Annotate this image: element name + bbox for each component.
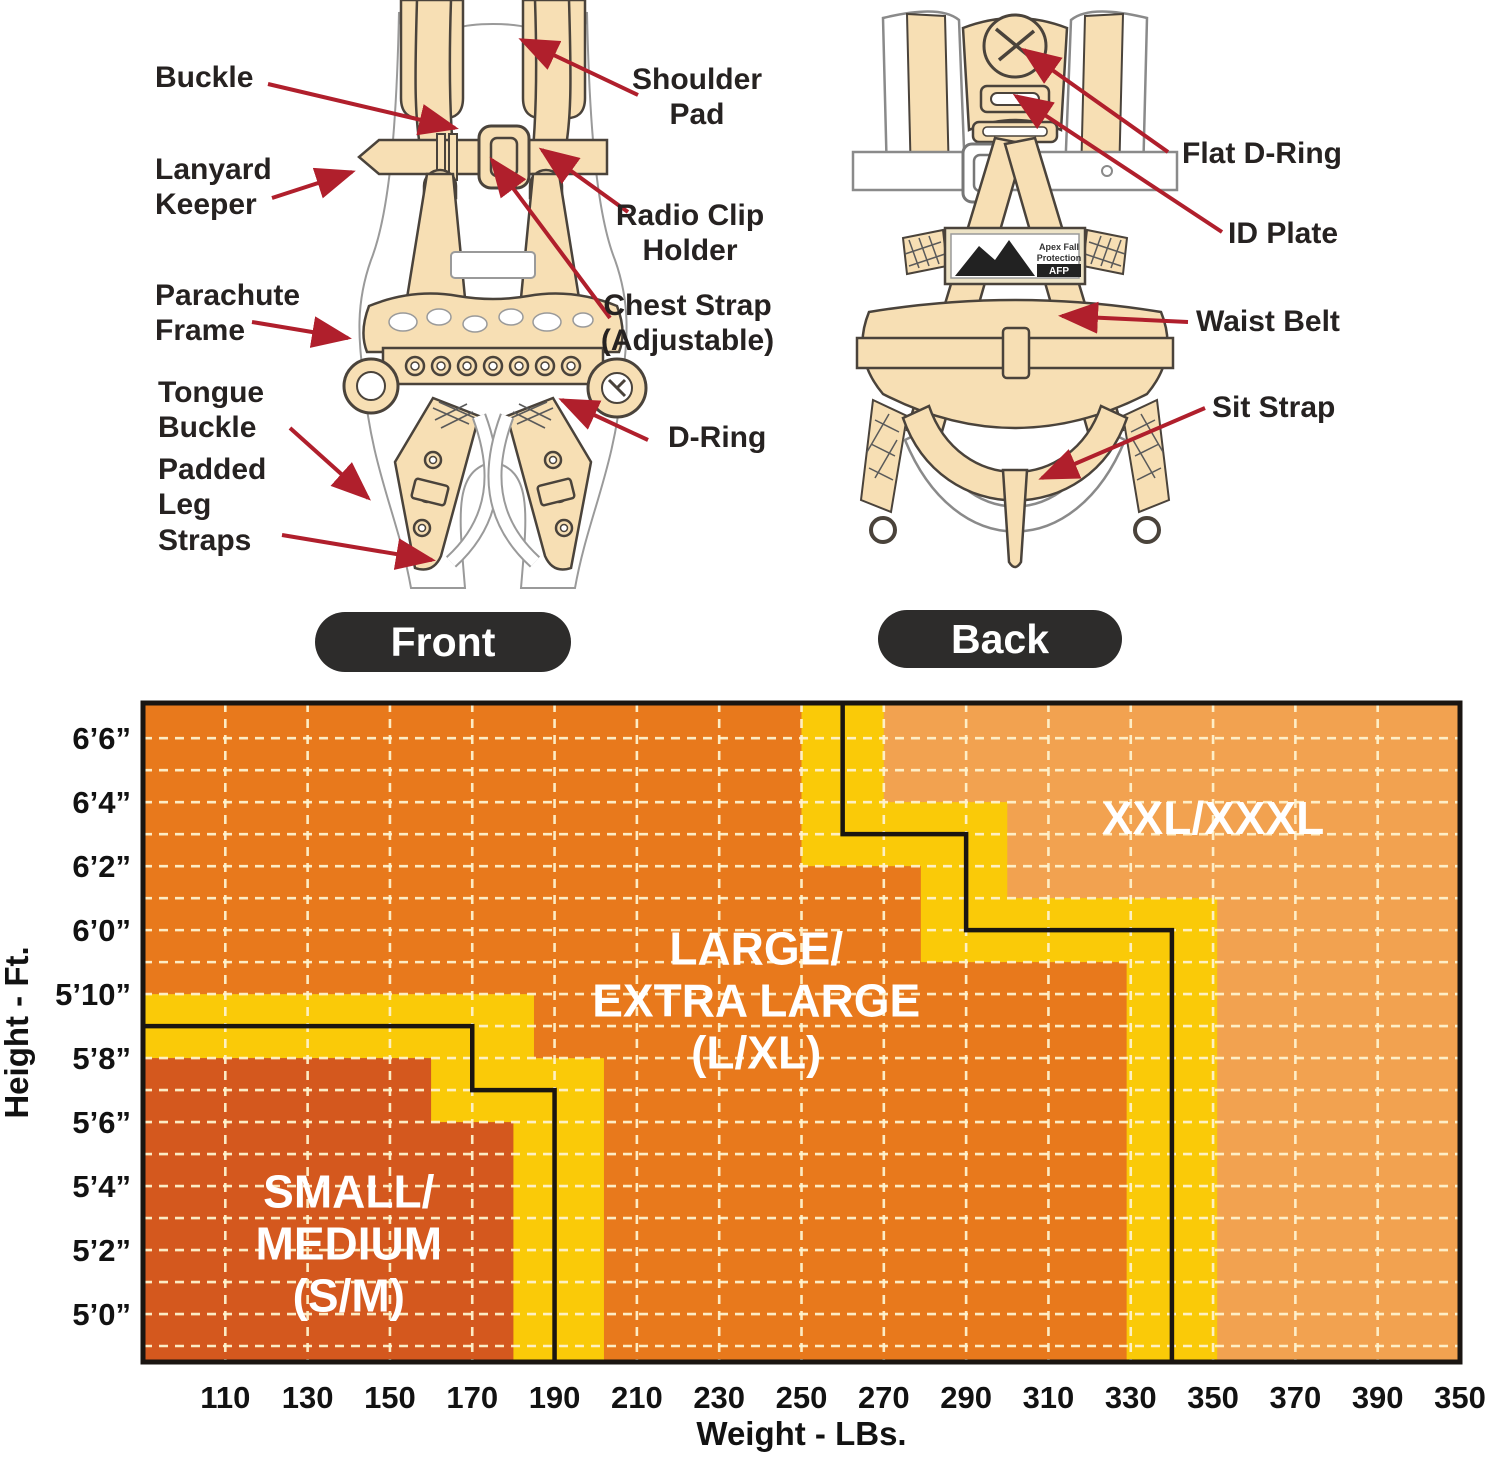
x-tick-label: 350 xyxy=(1187,1380,1239,1415)
region-sm-fill xyxy=(143,1058,514,1362)
label-padded-leg-straps: Padded Leg Straps xyxy=(158,453,267,557)
d-ring-right-hook xyxy=(607,378,627,398)
leg-loop-right-fill xyxy=(489,414,539,567)
tongue-buckle-right xyxy=(536,477,576,507)
belt-grommets xyxy=(404,355,582,377)
side-strap-right-hatch xyxy=(1130,413,1164,481)
x-tick-label: 150 xyxy=(364,1380,416,1415)
label-buckle: Buckle xyxy=(155,61,254,94)
y-tick-label: 5’2” xyxy=(72,1233,131,1268)
hatch-right-lines xyxy=(1084,235,1126,269)
id-label-badge: AFP xyxy=(1049,266,1069,277)
label-parachute-frame: Parachute Frame xyxy=(155,279,301,348)
x-tick-label: 270 xyxy=(858,1380,910,1415)
y-tick-label: 5’8” xyxy=(72,1041,131,1076)
label-shoulder-pad: Shoulder Pad xyxy=(631,63,762,132)
side-ring-left xyxy=(869,516,897,544)
region-label: XXL/XXXL xyxy=(1102,792,1324,844)
y-tick-label: 6’4” xyxy=(72,785,131,820)
y-tick-label: 5’4” xyxy=(72,1169,131,1204)
arrow-lanyard-keeper xyxy=(271,167,356,200)
arrow-id-plate xyxy=(1012,93,1224,234)
arrow-shoulder-pad xyxy=(518,38,639,97)
sm-boundary xyxy=(143,1023,557,1362)
x-tick-label: 330 xyxy=(1105,1380,1157,1415)
tongue-buckle-left xyxy=(410,477,450,507)
arrow-tongue-buckle xyxy=(288,426,371,501)
parachute-frame xyxy=(362,292,624,354)
id-label-text2: Protection xyxy=(1037,253,1082,263)
label-chest-strap: Chest Strap (Adjustable) xyxy=(600,289,775,358)
x-axis-title: Weight - LBs. xyxy=(696,1415,906,1452)
arrow-padded-leg-straps xyxy=(281,533,436,570)
plot-border xyxy=(140,700,1463,1365)
frame-slot xyxy=(426,308,452,326)
x-tick-label: 290 xyxy=(940,1380,992,1415)
y-tick-label: 6’0” xyxy=(72,913,131,948)
id-label-text1: Apex Fall xyxy=(1039,242,1079,252)
label-waist-belt: Waist Belt xyxy=(1196,305,1340,338)
y-axis-title: Height - Ft. xyxy=(0,946,35,1118)
id-label-mountain xyxy=(955,240,1035,276)
x-tick-label: 370 xyxy=(1270,1380,1322,1415)
id-label-badge-bg xyxy=(1037,264,1081,277)
callout-arrows xyxy=(251,38,1224,570)
label-radio-clip-holder: Radio Clip Holder xyxy=(615,199,765,268)
x-tick-label: 210 xyxy=(611,1380,663,1415)
label-d-ring: D-Ring xyxy=(668,421,767,454)
arrow-buckle xyxy=(267,82,459,136)
arrow-parachute-frame xyxy=(251,316,352,348)
label-tongue-buckle: Tongue Buckle xyxy=(158,376,265,445)
side-strap-left-hatch xyxy=(866,413,900,481)
label-lanyard-keeper: Lanyard Keeper xyxy=(155,153,272,222)
arrow-flat-d-ring xyxy=(1020,47,1170,154)
side-strap-left xyxy=(859,398,909,514)
y-tick-label: 6’6” xyxy=(72,721,131,756)
side-ring-right xyxy=(1133,516,1161,544)
label-sit-strap: Sit Strap xyxy=(1212,391,1336,424)
region-label: LARGE/EXTRA LARGE(L/XL) xyxy=(592,923,920,1079)
x-tick-label: 130 xyxy=(282,1380,334,1415)
d-ring-left-hole xyxy=(356,371,386,401)
arrow-d-ring xyxy=(558,398,649,442)
frame-slot xyxy=(388,312,418,332)
back-waist-buckle xyxy=(1001,326,1031,380)
y-tick-label: 5’0” xyxy=(72,1297,131,1332)
x-tick-label: 390 xyxy=(1352,1380,1404,1415)
region-xxl-fill xyxy=(883,703,1460,1362)
y-tick-label: 5’6” xyxy=(72,1105,131,1140)
frame-slot xyxy=(532,312,562,332)
frame-slot xyxy=(572,312,594,328)
xxl-boundary xyxy=(840,703,1175,1362)
x-tick-label: 190 xyxy=(529,1380,581,1415)
y-tick-label: 5’10” xyxy=(55,977,131,1012)
leg-strap-net-right xyxy=(510,401,554,429)
upper-belt-grommet xyxy=(1101,165,1113,177)
x-tick-label: 230 xyxy=(693,1380,745,1415)
arrow-radio-clip-holder xyxy=(538,147,630,214)
hatch-left-lines xyxy=(904,235,946,269)
x-tick-label: 310 xyxy=(1023,1380,1075,1415)
frame-slot xyxy=(498,308,524,326)
size-chart: SMALL/MEDIUM(S/M) LARGE/EXTRA LARGE(L/XL)… xyxy=(0,700,1486,1452)
y-tick-label: 6’2” xyxy=(72,849,131,884)
x-tick-label: 170 xyxy=(446,1380,498,1415)
label-id-plate: ID Plate xyxy=(1228,217,1339,250)
frame-slot xyxy=(462,315,488,333)
label-flat-d-ring: Flat D-Ring xyxy=(1182,137,1342,170)
front-view-badge: Front xyxy=(315,612,571,672)
leg-strap-net-left xyxy=(432,401,476,429)
back-pad-bar xyxy=(450,251,536,279)
arrow-chest-strap xyxy=(489,156,612,320)
x-tick-label: 250 xyxy=(776,1380,828,1415)
x-tick-label: 350 xyxy=(1434,1380,1486,1415)
x-tick-label: 110 xyxy=(200,1380,250,1415)
region-label: SMALL/MEDIUM(S/M) xyxy=(256,1166,443,1322)
arrow-sit-strap xyxy=(1038,406,1206,480)
back-view-badge: Back xyxy=(878,610,1122,668)
sit-strap-center xyxy=(1001,468,1029,569)
arrow-waist-belt xyxy=(1058,301,1189,334)
